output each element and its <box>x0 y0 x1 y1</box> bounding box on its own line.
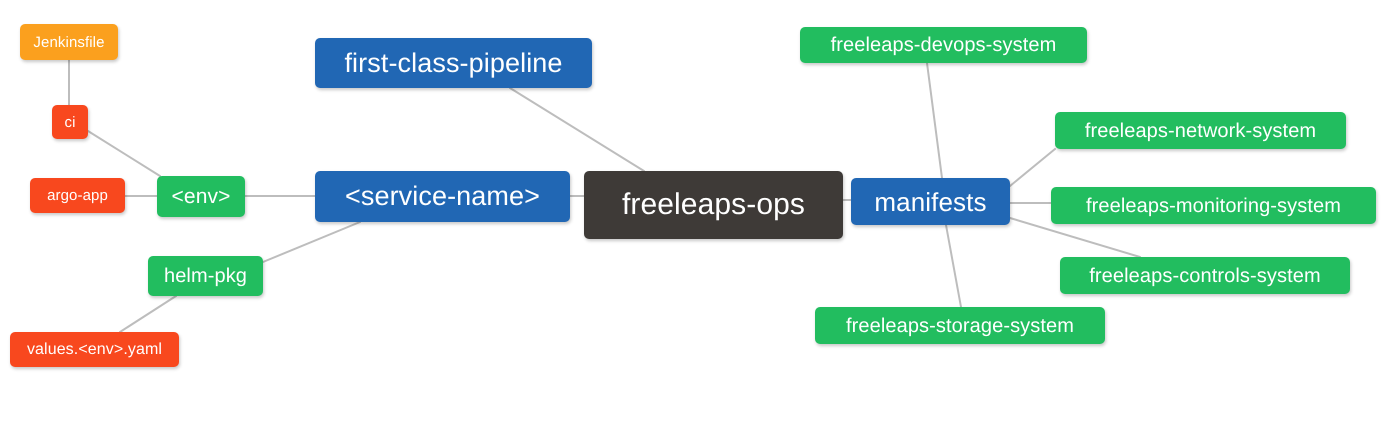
edge-ci-env <box>87 130 161 177</box>
node-freeleaps-monitoring-system[interactable]: freeleaps-monitoring-system <box>1051 187 1376 224</box>
node-ci[interactable]: ci <box>52 105 88 139</box>
node-freeleaps-storage-system[interactable]: freeleaps-storage-system <box>815 307 1105 344</box>
edge-pipeline-ops <box>509 87 645 172</box>
node-jenkinsfile[interactable]: Jenkinsfile <box>20 24 118 60</box>
node-freeleaps-controls-system[interactable]: freeleaps-controls-system <box>1060 257 1350 294</box>
node-freeleaps-network-system[interactable]: freeleaps-network-system <box>1055 112 1346 149</box>
node-helm-pkg[interactable]: helm-pkg <box>148 256 263 296</box>
node-manifests[interactable]: manifests <box>851 178 1010 225</box>
node-freeleaps-devops-system[interactable]: freeleaps-devops-system <box>800 27 1087 63</box>
node-service-name[interactable]: <service-name> <box>315 171 570 222</box>
node-freeleaps-ops[interactable]: freeleaps-ops <box>584 171 843 239</box>
node-env[interactable]: <env> <box>157 176 245 217</box>
edge-manifests-devops <box>926 62 943 179</box>
node-first-class-pipeline[interactable]: first-class-pipeline <box>315 38 592 88</box>
edge-manifests-controls <box>1009 217 1141 258</box>
node-values-yaml[interactable]: values.<env>.yaml <box>10 332 179 367</box>
node-argo-app[interactable]: argo-app <box>30 178 125 213</box>
edge-helmpkg-valuesyaml <box>119 295 177 333</box>
edge-manifests-storage <box>945 224 962 308</box>
edge-manifests-network <box>1009 148 1056 187</box>
edge-servicename-helmpkg <box>262 221 361 263</box>
